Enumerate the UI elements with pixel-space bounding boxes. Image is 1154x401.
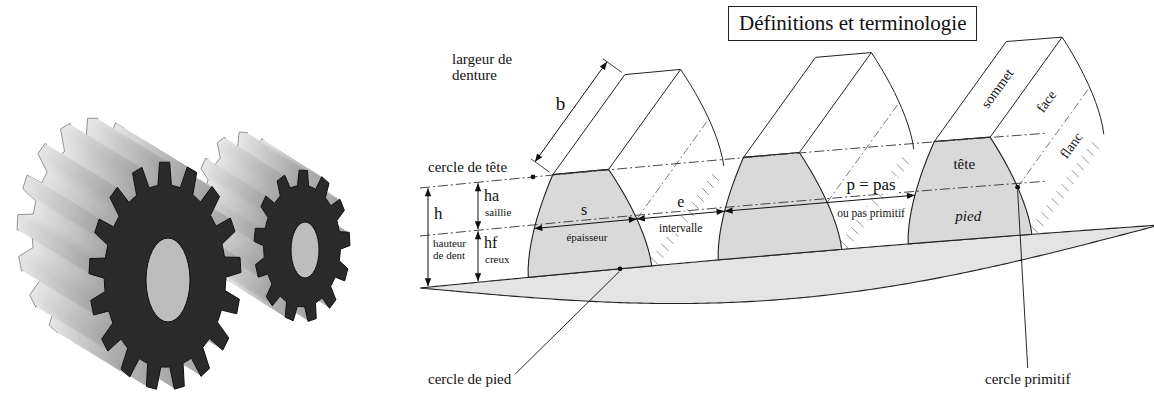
leader-dot bbox=[1015, 185, 1020, 190]
fillet-hatch bbox=[651, 258, 658, 265]
leader-line bbox=[1018, 190, 1028, 368]
dimension-label: creux bbox=[485, 254, 509, 266]
dimension-symbol: ha bbox=[484, 188, 499, 205]
circle-label: cercle de pied bbox=[428, 372, 511, 388]
fillet-hatch bbox=[872, 199, 879, 206]
tooth-drawing bbox=[420, 37, 1154, 374]
fillet-hatch bbox=[702, 188, 709, 195]
face-width-arrow bbox=[535, 62, 607, 162]
dimension-label: largeur de denture bbox=[452, 52, 534, 84]
dimension-label: ou pas primitif bbox=[835, 207, 907, 219]
flank-pitch-line bbox=[1018, 87, 1090, 187]
fillet-hatch bbox=[897, 164, 904, 171]
tooth-top-face bbox=[934, 37, 1062, 141]
part-label: pied bbox=[955, 209, 981, 225]
dimension-label: saillie bbox=[485, 207, 511, 219]
tooth-back-edge bbox=[871, 53, 913, 150]
tip-circle bbox=[420, 133, 1045, 188]
fillet-hatch bbox=[1031, 226, 1038, 233]
circle-label: cercle primitif bbox=[985, 372, 1070, 388]
dimension-symbol: p = pas bbox=[844, 176, 897, 194]
fillet-hatch bbox=[1041, 212, 1048, 219]
fillet-hatch bbox=[1087, 149, 1094, 156]
leader-dot bbox=[618, 266, 623, 271]
fillet-hatch bbox=[656, 251, 663, 258]
leader-dot bbox=[531, 175, 536, 180]
addendum-arrow bbox=[478, 183, 479, 229]
fillet-hatch bbox=[846, 234, 853, 241]
space-arrow bbox=[637, 211, 725, 219]
fillet-hatch bbox=[712, 174, 719, 181]
dedendum-arrow bbox=[478, 231, 479, 281]
tooth-back-edge bbox=[1062, 37, 1104, 134]
fillet-hatch bbox=[856, 220, 863, 227]
fillet-hatch bbox=[1036, 219, 1043, 226]
circle-label: cercle de tête bbox=[428, 160, 507, 176]
dimension-symbol: e bbox=[675, 194, 686, 211]
flank-pitch-line bbox=[637, 119, 709, 219]
dimension-symbol: b bbox=[556, 94, 566, 114]
dimension-symbol: s bbox=[581, 201, 587, 218]
gear-bore bbox=[146, 238, 190, 322]
gear-figure bbox=[17, 118, 241, 389]
fillet-hatch bbox=[902, 157, 909, 164]
dimension-label: épaisseur bbox=[566, 232, 607, 244]
flank-pitch-line bbox=[827, 102, 899, 202]
fillet-hatch bbox=[661, 244, 668, 251]
dimension-symbol: hf bbox=[484, 235, 497, 252]
fillet-hatch bbox=[692, 202, 699, 209]
fillet-hatch bbox=[851, 227, 858, 234]
dimension-label: intervalle bbox=[657, 222, 704, 234]
fillet-hatch bbox=[1072, 170, 1079, 177]
fillet-hatch bbox=[841, 241, 848, 248]
extension-line bbox=[603, 59, 622, 72]
tooth-top-face bbox=[744, 53, 872, 158]
title-box: Définitions et terminologie bbox=[728, 6, 977, 41]
pitch-circle bbox=[420, 181, 1045, 236]
gear-front-face bbox=[254, 170, 350, 321]
fillet-hatch bbox=[1047, 205, 1054, 212]
fillet-hatch bbox=[1057, 191, 1064, 198]
fillet-hatch bbox=[1077, 163, 1084, 170]
dimension-symbol: h bbox=[434, 205, 443, 223]
leader-lines bbox=[515, 190, 1027, 374]
dimension-label: hauteur de dent bbox=[433, 238, 475, 261]
part-label: tête bbox=[953, 157, 975, 173]
fillet-hatch bbox=[666, 237, 673, 244]
gear-front-face bbox=[89, 162, 241, 389]
fillet-hatch bbox=[1062, 184, 1069, 191]
leader-line bbox=[515, 272, 619, 374]
tooth-height-arrow bbox=[428, 188, 429, 286]
extension-line bbox=[531, 159, 550, 172]
gear-bore bbox=[291, 222, 319, 278]
tooth-top-face bbox=[553, 69, 681, 174]
fillet-hatch bbox=[1067, 177, 1074, 184]
fillet-hatch bbox=[697, 195, 704, 202]
fillet-hatch bbox=[1052, 198, 1059, 205]
fillet-hatch bbox=[1082, 156, 1089, 163]
fillet-hatch bbox=[707, 181, 714, 188]
thickness-arrow bbox=[534, 219, 637, 229]
tooth-back-edge bbox=[681, 69, 724, 165]
fillet-hatch bbox=[1092, 142, 1099, 149]
